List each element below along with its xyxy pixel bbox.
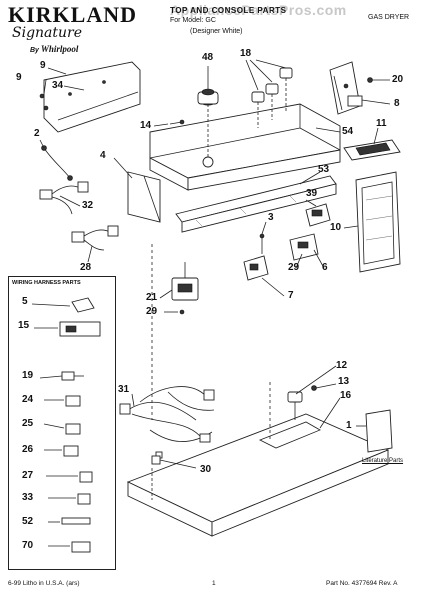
callout-20: 20 (392, 74, 404, 85)
wiring-item-5: 5 (22, 296, 28, 307)
model-line: For Model: GC (170, 17, 216, 24)
part-53-bracket (175, 175, 337, 233)
wiring-box-title: WIRING HARNESS PARTS (12, 280, 81, 286)
part-18-knobs (251, 67, 293, 128)
footer-page-number: 1 (212, 580, 216, 587)
color-line: (Designer White) (190, 28, 243, 35)
callout-28: 28 (80, 262, 92, 273)
part-10-endcap (355, 171, 401, 273)
callout-54: 54 (342, 126, 354, 137)
brand-name: KIRKLAND (8, 2, 138, 27)
callout-32: 32 (82, 200, 94, 211)
callout-14: 14 (140, 120, 152, 131)
callout-9: 9 (40, 60, 46, 71)
part-13-screw (311, 385, 317, 391)
brand-logo: KIRKLAND Signature (8, 2, 138, 44)
part-54-console (149, 103, 341, 191)
brand-signature: Signature (12, 25, 83, 41)
whirlpool-logo: Whirlpool (40, 44, 79, 54)
wiring-item-33: 33 (22, 492, 34, 503)
callout-21: 21 (146, 292, 158, 303)
part-29-screw (179, 309, 185, 315)
callout-12: 12 (336, 360, 348, 371)
whirlpool-byline: By Whirlpool (30, 44, 78, 54)
callout-8: 8 (394, 98, 400, 109)
part-28-harness (71, 225, 119, 251)
watermark-text: AppliancePartsPros.com (170, 2, 347, 18)
callout-30: 30 (200, 464, 212, 475)
callout-13: 13 (338, 376, 350, 387)
footer-part-number: Part No. 4377694 Rev. A (326, 580, 398, 587)
callout-34: 34 (52, 80, 64, 91)
by-label: By (30, 47, 39, 54)
part-32-harness (39, 181, 89, 215)
part-20-screw (367, 77, 373, 83)
callout-53: 53 (318, 164, 330, 175)
leader-lines (39, 59, 391, 469)
callout-4: 4 (100, 150, 106, 161)
product-type: GAS DRYER (368, 14, 410, 21)
part-7-switch (243, 255, 269, 281)
part-4-panel (127, 171, 161, 223)
wiring-item-70: 70 (22, 540, 34, 551)
wiring-box-parts (31, 297, 101, 553)
callout-2: 2 (34, 128, 40, 139)
part-12-thermostat (287, 391, 303, 420)
part-48-knob (197, 88, 219, 168)
callout-1: 1 (346, 420, 352, 431)
part-1-literature (365, 409, 393, 453)
part-6-switch (289, 233, 319, 261)
part-9-rear-bracket (39, 61, 141, 133)
callout-9-secondary: 9 (16, 72, 22, 83)
part-39-switch (305, 203, 331, 227)
callout-3: 3 (268, 212, 274, 223)
callout-18: 18 (240, 48, 252, 59)
callout-16: 16 (340, 390, 352, 401)
wiring-item-25: 25 (22, 418, 34, 429)
callout-29-upper: 29 (288, 262, 300, 273)
footer-litho: 6-99 Litho in U.S.A. (ars) (8, 580, 80, 587)
wiring-item-52: 52 (22, 516, 34, 527)
wiring-item-19: 19 (22, 370, 34, 381)
callout-48: 48 (202, 52, 214, 63)
part-30-clip (151, 455, 161, 465)
part-31-harness (119, 386, 215, 459)
wiring-item-24: 24 (22, 394, 34, 405)
callout-29-lower: 29 (146, 306, 158, 317)
part-16-top (126, 413, 390, 537)
wiring-item-26: 26 (22, 444, 34, 455)
callout-31: 31 (118, 384, 130, 395)
part-8-bracket (329, 61, 363, 115)
callout-11: 11 (376, 118, 387, 129)
callout-10: 10 (330, 222, 342, 233)
wiring-item-27: 27 (22, 470, 34, 481)
part-21-timer (171, 262, 199, 301)
callout-39: 39 (306, 188, 318, 199)
part-2-wire (43, 147, 71, 179)
wiring-parts-box (8, 276, 116, 570)
literature-parts-label: Literature Parts (362, 458, 404, 464)
callout-6: 6 (322, 262, 328, 273)
wiring-item-15: 15 (18, 320, 30, 331)
page-title: TOP AND CONSOLE PARTS (170, 6, 287, 15)
callout-7: 7 (288, 290, 294, 301)
